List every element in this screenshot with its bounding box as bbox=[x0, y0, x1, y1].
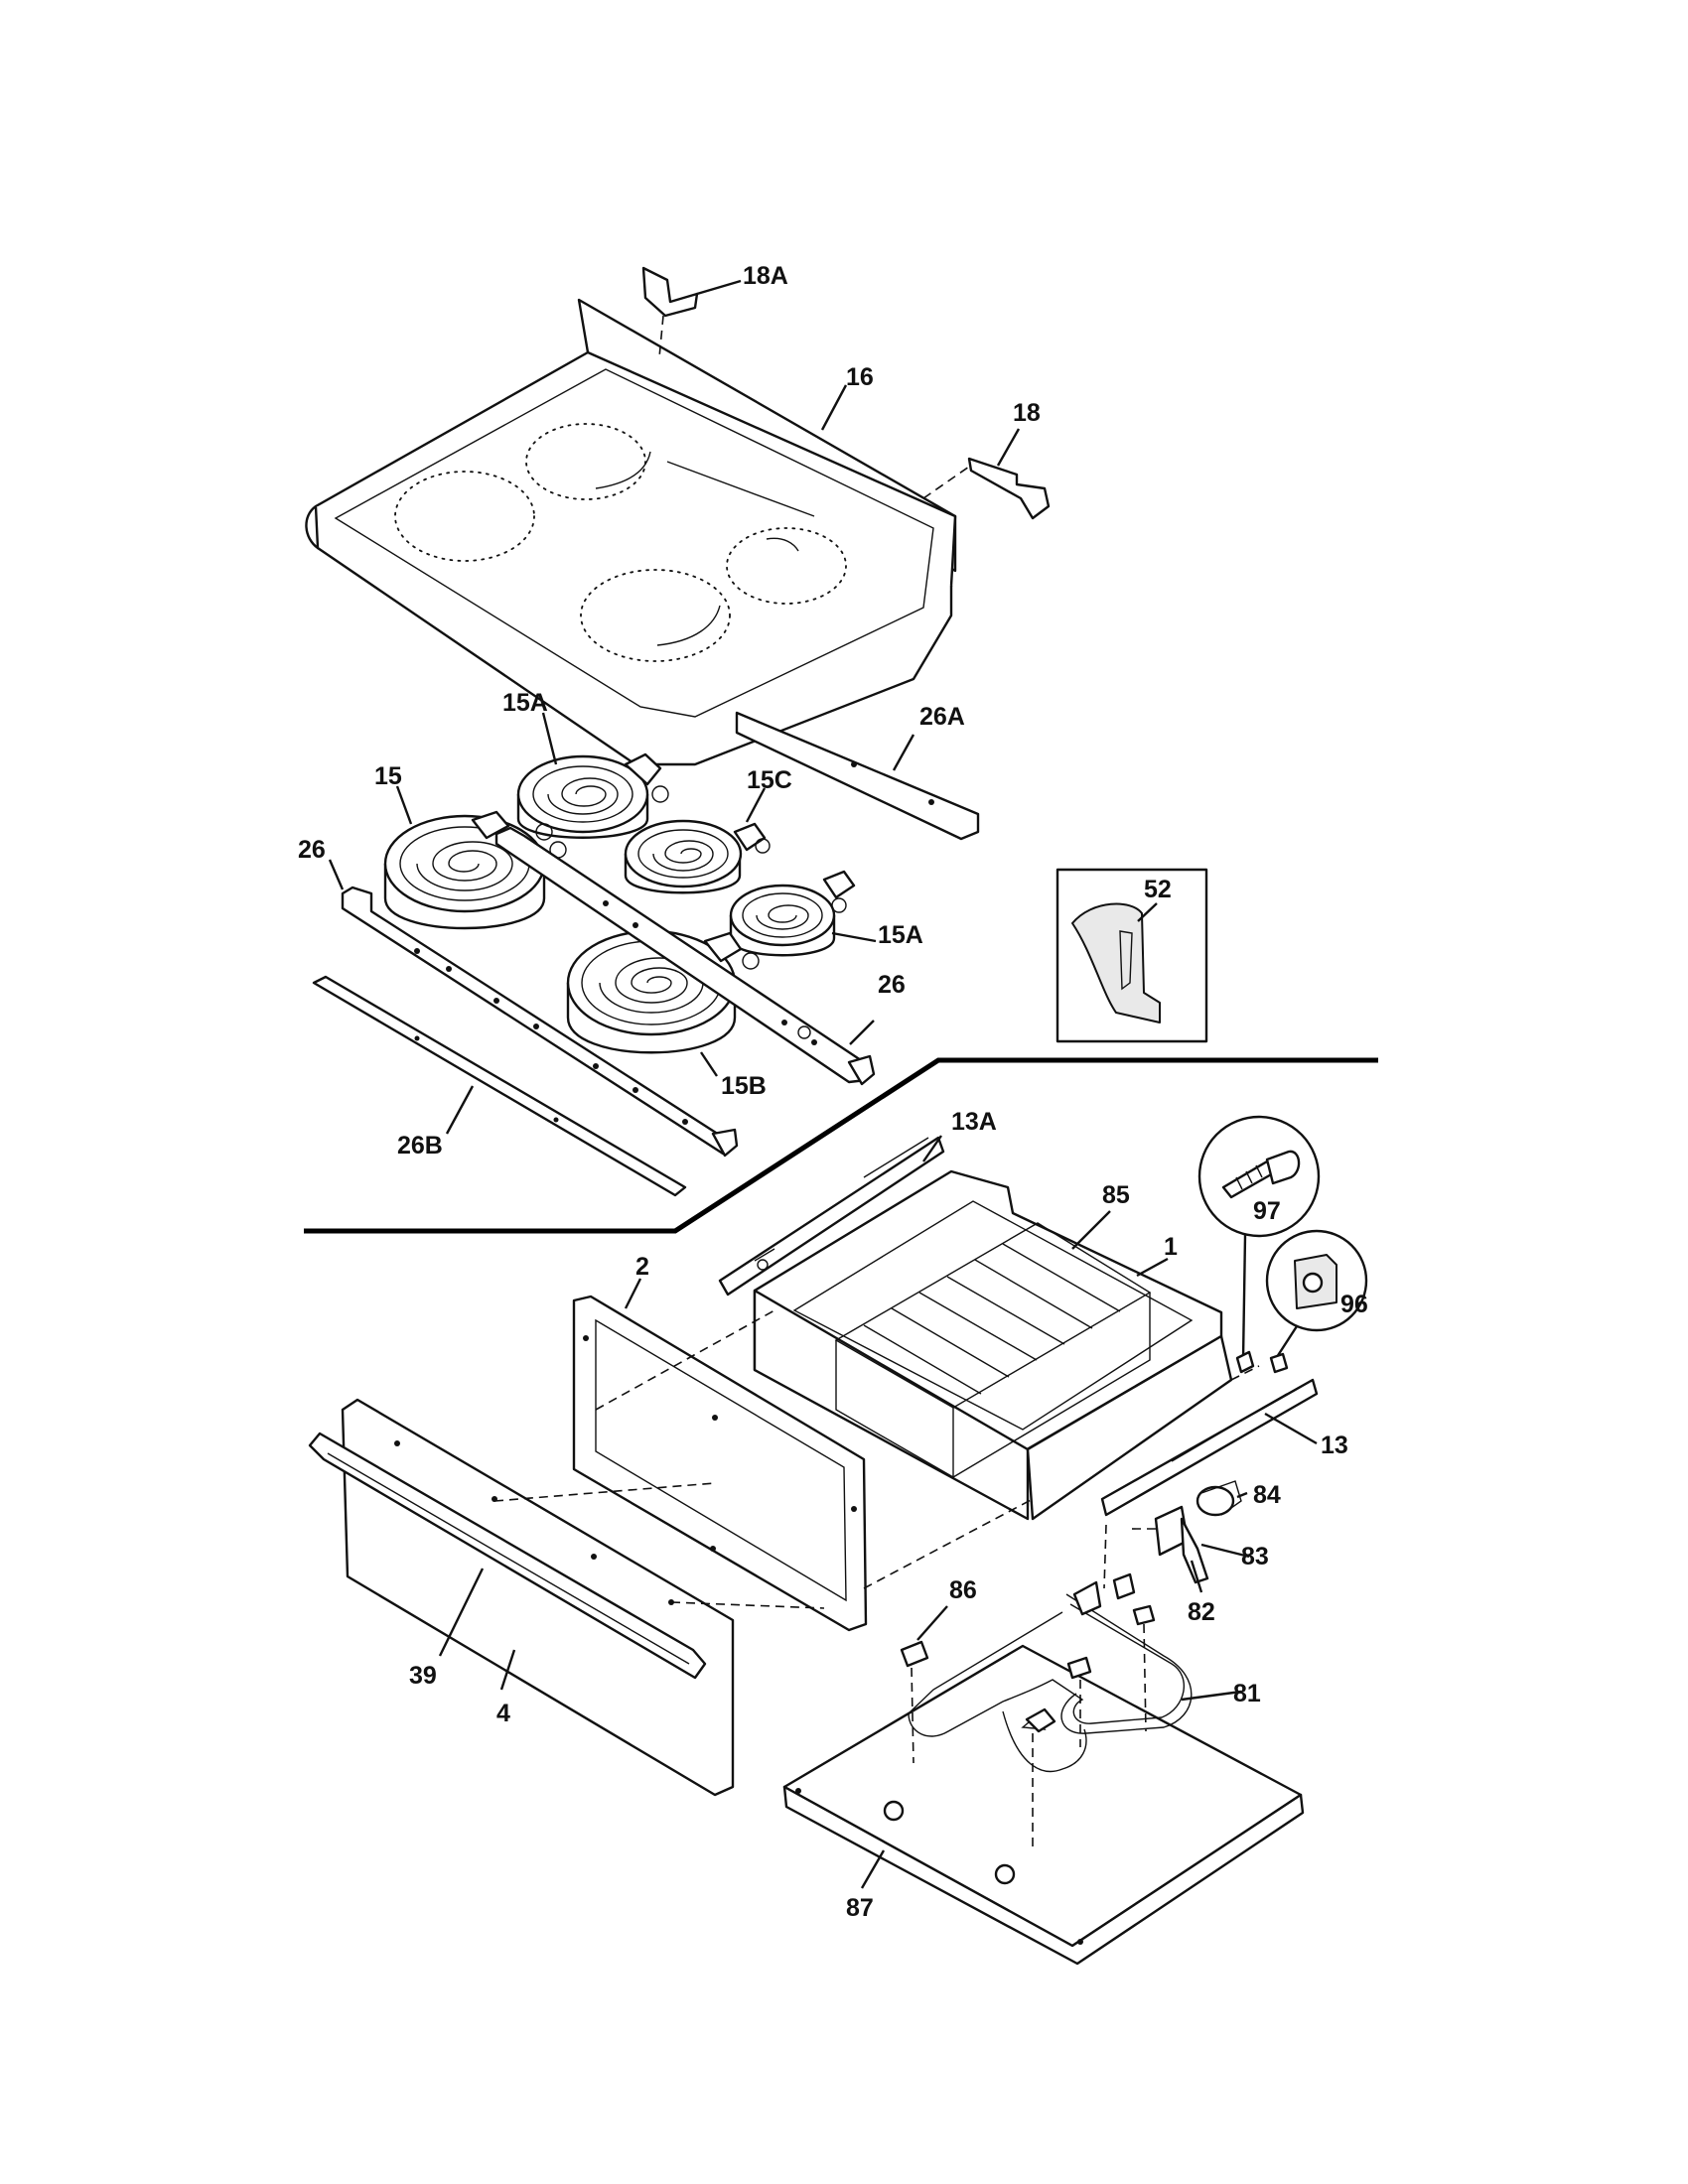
label-13: 13 bbox=[1321, 1432, 1348, 1459]
part-labels: 18A 16 18 15A 26A 15 15C 26 52 15A 26 15… bbox=[298, 262, 1368, 1922]
drawer-slide-13 bbox=[1100, 1365, 1319, 1517]
support-rail-26-left bbox=[328, 859, 739, 1158]
clip-96-callout bbox=[1265, 1229, 1368, 1374]
drawer-rack-85 bbox=[834, 1210, 1152, 1479]
drawer-handle-39 bbox=[308, 1432, 707, 1680]
label-26-right: 26 bbox=[878, 971, 906, 999]
label-97: 97 bbox=[1253, 1197, 1281, 1225]
screw-97-callout bbox=[1197, 1115, 1321, 1374]
igniter-assembly-82-83-84 bbox=[1132, 1480, 1250, 1593]
bracket-18 bbox=[922, 428, 1051, 520]
part-52-box bbox=[1055, 868, 1208, 1043]
drawer-box-1 bbox=[753, 1169, 1233, 1521]
support-bracket-26a bbox=[735, 711, 980, 841]
label-52: 52 bbox=[1144, 876, 1172, 903]
label-15a-right: 15A bbox=[878, 921, 923, 949]
bottom-panel-87 bbox=[782, 1644, 1305, 1966]
label-1: 1 bbox=[1164, 1233, 1178, 1261]
support-rail-26-right bbox=[494, 826, 876, 1086]
label-85: 85 bbox=[1102, 1181, 1130, 1209]
label-18a: 18A bbox=[743, 262, 788, 290]
section-divider bbox=[304, 1057, 1378, 1234]
label-26-left: 26 bbox=[298, 836, 326, 864]
trim-strip-26b bbox=[312, 975, 687, 1197]
drawer-inner-frame-2 bbox=[572, 1278, 1034, 1632]
label-15: 15 bbox=[374, 762, 402, 790]
label-39: 39 bbox=[409, 1662, 437, 1690]
cooktop-glass-top bbox=[305, 298, 957, 766]
label-16: 16 bbox=[846, 363, 874, 391]
label-26a: 26A bbox=[919, 703, 965, 731]
clips-86 bbox=[900, 1524, 1156, 1848]
drawer-front-4 bbox=[341, 1398, 825, 1797]
label-13a: 13A bbox=[951, 1108, 997, 1136]
label-2: 2 bbox=[635, 1253, 649, 1281]
label-15a-top: 15A bbox=[502, 689, 548, 717]
label-82: 82 bbox=[1188, 1598, 1215, 1626]
label-87: 87 bbox=[846, 1894, 874, 1922]
label-96: 96 bbox=[1340, 1291, 1368, 1318]
label-4: 4 bbox=[496, 1700, 510, 1727]
drawer-slide-13a bbox=[718, 1135, 945, 1297]
label-86: 86 bbox=[949, 1576, 977, 1604]
label-84: 84 bbox=[1253, 1481, 1281, 1509]
label-83: 83 bbox=[1241, 1543, 1269, 1570]
burner-15c bbox=[624, 787, 771, 894]
burner-15 bbox=[383, 785, 567, 930]
label-15c: 15C bbox=[747, 766, 792, 794]
label-81: 81 bbox=[1233, 1680, 1261, 1707]
label-15b: 15B bbox=[721, 1072, 767, 1100]
bake-element-81 bbox=[908, 1572, 1242, 1773]
bracket-18a bbox=[641, 266, 742, 358]
burner-15a-right bbox=[729, 870, 877, 957]
label-18: 18 bbox=[1013, 399, 1041, 427]
label-26b: 26B bbox=[397, 1132, 443, 1160]
